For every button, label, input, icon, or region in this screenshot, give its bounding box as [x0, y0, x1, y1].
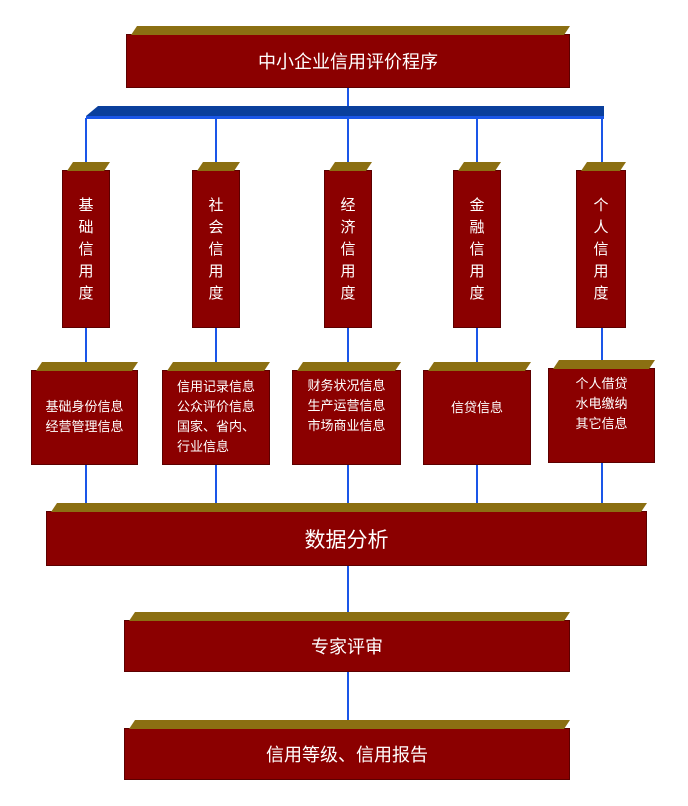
info-line: 水电缴纳 [575, 397, 628, 412]
category-label-char: 社 [208, 196, 224, 214]
info-line: 市场商业信息 [307, 419, 386, 434]
category-label-char: 度 [78, 284, 94, 302]
category-label-char: 信 [469, 240, 485, 258]
info-box-financial: 信贷信息 [423, 370, 531, 465]
category-label-char: 用 [78, 262, 94, 280]
info-line: 生产运营信息 [307, 399, 386, 414]
info-line: 基础身份信息 [45, 399, 124, 415]
category-label-char: 用 [340, 262, 356, 280]
category-box-financial: 金融信用度 [453, 170, 501, 328]
category-label-char: 基 [78, 196, 94, 214]
info-box-economic: 财务状况信息 生产运营信息 市场商业信息 [292, 370, 401, 465]
category-label: 基础信用度 [78, 194, 93, 304]
category-label-char: 人 [593, 218, 609, 236]
info-line: 公众评价信息 [176, 399, 255, 415]
info-lines: 基础身份信息 经营管理信息 [45, 398, 123, 438]
expert-review-label: 专家评审 [311, 637, 383, 658]
info-line: 财务状况信息 [307, 379, 386, 394]
category-box-social: 社会信用度 [192, 170, 240, 328]
info-line: 信贷信息 [450, 401, 503, 416]
info-lines: 信贷信息 [451, 399, 503, 419]
data-analysis-label: 数据分析 [304, 527, 389, 552]
info-lines: 财务状况信息 生产运营信息 市场商业信息 [307, 377, 385, 437]
info-line: 个人借贷 [575, 377, 628, 392]
category-label-char: 度 [593, 284, 609, 302]
credit-report-box: 信用等级、信用报告 [124, 728, 570, 780]
expert-review-box: 专家评审 [124, 620, 570, 672]
data-analysis-box: 数据分析 [46, 511, 647, 566]
category-label-char: 信 [340, 240, 356, 258]
category-label-char: 度 [340, 284, 356, 302]
category-label-char: 信 [593, 240, 609, 258]
category-label-char: 济 [340, 218, 356, 236]
category-label-char: 会 [208, 218, 224, 236]
credit-report-label: 信用等级、信用报告 [266, 745, 428, 766]
category-label-char: 用 [208, 262, 224, 280]
category-label: 金融信用度 [469, 194, 484, 304]
category-label-char: 融 [469, 218, 485, 236]
category-box-basic: 基础信用度 [62, 170, 110, 328]
info-line: 其它信息 [575, 417, 628, 432]
info-box-personal: 个人借贷 水电缴纳 其它信息 [548, 368, 655, 463]
category-label-char: 用 [593, 262, 609, 280]
info-box-basic: 基础身份信息 经营管理信息 [31, 370, 138, 465]
category-label-char: 度 [469, 284, 485, 302]
info-box-social: 信用记录信息 公众评价信息 国家、省内、 行业信息 [162, 370, 270, 465]
category-label-char: 信 [208, 240, 224, 258]
distribution-bar [86, 106, 604, 116]
category-label-char: 度 [208, 284, 224, 302]
category-label-char: 个 [593, 196, 609, 214]
process-title-box: 中小企业信用评价程序 [126, 34, 570, 88]
category-box-personal: 个人信用度 [576, 170, 626, 328]
info-line: 行业信息 [176, 439, 229, 455]
info-lines: 个人借贷 水电缴纳 其它信息 [575, 375, 627, 435]
info-line: 经营管理信息 [45, 419, 124, 435]
info-line: 信用记录信息 [176, 379, 255, 395]
category-label-char: 础 [78, 218, 94, 236]
info-line: 国家、省内、 [176, 419, 255, 435]
category-label-char: 金 [469, 196, 485, 214]
category-label-char: 信 [78, 240, 94, 258]
category-label: 个人信用度 [593, 194, 608, 304]
info-lines: 信用记录信息 公众评价信息 国家、省内、 行业信息 [177, 378, 255, 458]
category-label: 经济信用度 [340, 194, 355, 304]
category-label-char: 经 [340, 196, 356, 214]
category-label: 社会信用度 [208, 194, 223, 304]
category-label-char: 用 [469, 262, 485, 280]
category-box-economic: 经济信用度 [324, 170, 372, 328]
process-title: 中小企业信用评价程序 [258, 52, 438, 73]
